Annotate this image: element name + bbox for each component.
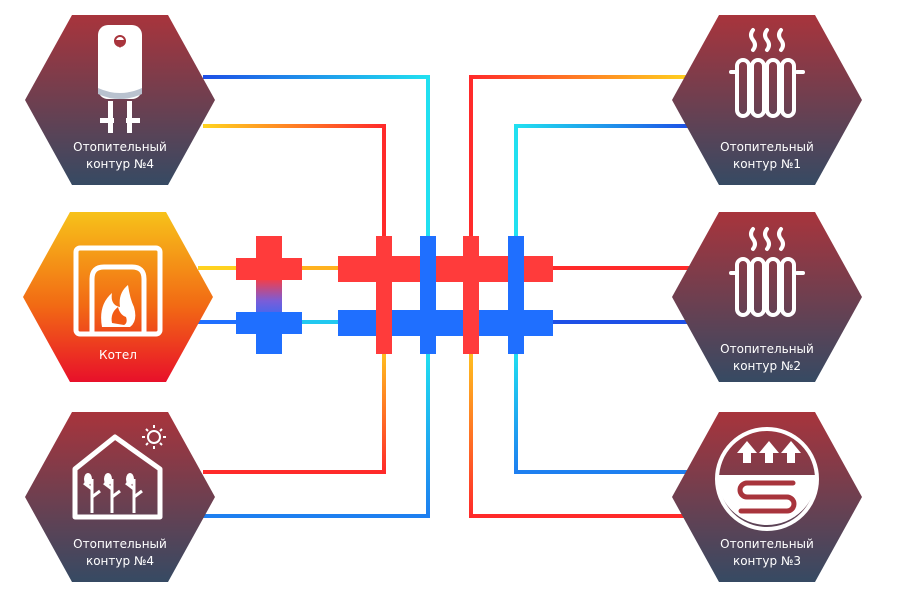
pipe-bottom-left-hot [203,348,386,474]
node-bottom-left-line1: Отопительный [73,537,167,551]
node-bottom-left-line2: контур №4 [86,554,154,568]
sun-icon [142,425,166,449]
node-boiler-label: Котел [99,348,137,362]
pipe-top-left-cold [203,75,430,247]
node-bottom-left[interactable]: Отопительный контур №4 [25,412,215,582]
node-right-2-line2: контур №2 [733,359,801,373]
pipe-top-left-hot [203,124,386,247]
greenhouse-icon [72,434,163,520]
node-boiler[interactable]: Котел [23,212,213,382]
radiator-icon [729,28,805,118]
pipe-right1-hot [469,75,692,247]
node-top-left-line1: Отопительный [73,140,167,154]
pipe-bottom-left-cold [203,348,430,518]
pipe-right3-hot [469,348,692,518]
node-right-3-line2: контур №3 [733,554,801,568]
node-right-1-line2: контур №1 [733,157,801,171]
node-top-left[interactable]: Отопительный контур №4 [25,15,215,185]
distribution-manifold [338,236,553,354]
pipes [198,75,692,518]
water-heater-icon [98,25,142,133]
underfloor-heating-icon [715,427,819,531]
node-right-1-line1: Отопительный [720,140,814,154]
node-right-3[interactable]: Отопительный контур №3 [672,412,862,582]
pipe-right1-cold [514,124,692,247]
node-right-2-line1: Отопительный [720,342,814,356]
node-top-left-line2: контур №4 [86,157,154,171]
boiler-flame-icon [73,245,163,337]
radiator-icon [729,227,805,317]
pipe-right3-cold [514,348,692,474]
hydraulic-separator [236,236,302,354]
node-right-2[interactable]: Отопительный контур №2 [672,212,862,382]
node-right-1[interactable]: Отопительный контур №1 [672,15,862,185]
node-right-3-line1: Отопительный [720,537,814,551]
